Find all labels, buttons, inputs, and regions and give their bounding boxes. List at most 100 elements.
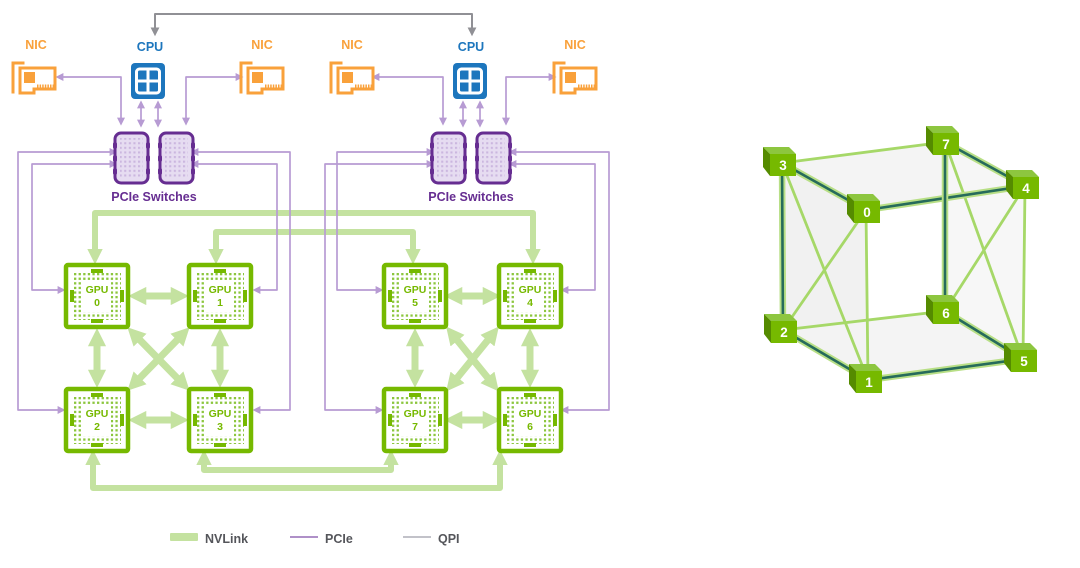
gpu-4: GPU 4: [499, 265, 561, 327]
pcie-line-switchB1-gpu5: [336, 148, 435, 294]
svg-text:1: 1: [865, 375, 873, 390]
gpu-chip-icon: [499, 389, 561, 451]
gpu-number: 2: [94, 421, 100, 433]
pcie-switches-label: PCIe Switches: [428, 190, 513, 204]
gpu-chip-icon: [189, 389, 251, 451]
gpu-2: GPU 2: [66, 389, 128, 451]
nic-1: NIC: [11, 38, 57, 95]
cube-edge-3-7: [780, 140, 947, 165]
gpu-number: 4: [527, 297, 533, 309]
legend-nvlink-label: NVLink: [205, 532, 248, 546]
gpu-label: GPU: [519, 284, 542, 296]
nvlink-gpu2-gpu6: [85, 449, 508, 491]
pcie-switch-icon: [156, 131, 197, 185]
nvlink-cube-diagram: 3 7 4 0 2 6 1 5: [763, 126, 1039, 393]
gpu-number: 6: [527, 421, 533, 433]
pcie-switch-icon: [111, 131, 152, 185]
nic-label: NIC: [341, 38, 363, 52]
nic-label: NIC: [25, 38, 47, 52]
cpu-label: CPU: [458, 40, 484, 54]
gpu-5: GPU 5: [384, 265, 446, 327]
cpu-label: CPU: [137, 40, 163, 54]
gpu-label: GPU: [86, 408, 109, 420]
cube-vertex-7: 7: [926, 126, 959, 155]
gpu-label: GPU: [519, 408, 542, 420]
pcie-switch-icon: [473, 131, 514, 185]
cube-edge-2-0: [781, 208, 868, 332]
pcie-line-switchA1-gpu2: [17, 148, 118, 414]
svg-text:3: 3: [779, 158, 787, 173]
nic-4: NIC: [552, 38, 598, 95]
nic-2: NIC: [239, 38, 285, 95]
cpu-icon: [129, 61, 167, 101]
gpu-chip-icon: [66, 265, 128, 327]
cpu-icon: [451, 61, 489, 101]
svg-text:0: 0: [863, 205, 871, 220]
pcie-line-switchA2-gpu3: [190, 148, 291, 414]
gpu-number: 7: [412, 421, 418, 433]
gpu-chip-icon: [384, 389, 446, 451]
nvlink-gpu3-gpu7: [196, 449, 399, 473]
gpu-chip-icon: [189, 265, 251, 327]
svg-text:6: 6: [942, 306, 950, 321]
gpu-0: GPU 0: [66, 265, 128, 327]
pcie-switches-b: PCIe Switches: [428, 131, 514, 204]
gpu-chip-icon: [499, 265, 561, 327]
gpu-label: GPU: [209, 408, 232, 420]
pcie-line-switchB2-gpu4: [508, 160, 596, 294]
cube-vertex-6: 6: [926, 295, 959, 324]
pcie-switches-label: PCIe Switches: [111, 190, 196, 204]
nvlink-intra-cluster-a: [87, 286, 230, 430]
cube-edge-0-1: [864, 208, 870, 382]
pcie-line-switchB1-gpu7: [324, 160, 435, 414]
nic-icon: [329, 61, 375, 95]
cube-vertex-1: 1: [849, 364, 882, 393]
nic-icon: [552, 61, 598, 95]
cube-vertex-2: 2: [764, 314, 797, 343]
gpu-3: GPU 3: [189, 389, 251, 451]
cpu-1: CPU: [129, 40, 167, 101]
cube-edge-4-5: [1021, 184, 1027, 361]
nvlink-intra-cluster-b: [405, 286, 540, 430]
gpu-label: GPU: [404, 284, 427, 296]
gpu-label: GPU: [86, 284, 109, 296]
svg-text:2: 2: [780, 325, 788, 340]
nvlink-gpu4-gpu7: [446, 326, 499, 392]
nvlink-gpu1-gpu5: [208, 229, 421, 265]
cube-edge-4-6: [943, 184, 1027, 313]
cube-vertex-5: 5: [1004, 343, 1037, 372]
qpi-link-cpu1-cpu2: [150, 13, 477, 37]
cpu-2: CPU: [451, 40, 489, 101]
gpu-number: 5: [412, 297, 418, 309]
gpu-label: GPU: [209, 284, 232, 296]
pcie-line-nic4-switchB2: [502, 73, 557, 126]
nic-label: NIC: [564, 38, 586, 52]
svg-text:4: 4: [1022, 181, 1030, 196]
legend: NVLink PCIe QPI: [170, 532, 460, 546]
pcie-line-nic1-switchA1: [55, 73, 125, 126]
cube-edge-2-6: [781, 309, 947, 332]
svg-text:5: 5: [1020, 354, 1028, 369]
pcie-line-nic3-switchB1: [371, 73, 447, 126]
nic-3: NIC: [329, 38, 375, 95]
gpu-label: GPU: [404, 408, 427, 420]
gpu-number: 0: [94, 297, 100, 309]
gpu-number: 1: [217, 297, 223, 309]
legend-nvlink-swatch: [170, 533, 198, 541]
nic-label: NIC: [251, 38, 273, 52]
cube-vertex-3: 3: [763, 147, 796, 176]
pcie-switch-icon: [428, 131, 469, 185]
cube-edge-5-1-dual: [866, 357, 1025, 382]
nic-icon: [11, 61, 57, 95]
gpu-number: 3: [217, 421, 223, 433]
nic-icon: [239, 61, 285, 95]
pcie-switches-a: PCIe Switches: [111, 131, 197, 204]
gpu-chip-icon: [384, 265, 446, 327]
legend-pcie-label: PCIe: [325, 532, 353, 546]
legend-qpi-label: QPI: [438, 532, 460, 546]
pcie-line-switchA1-gpu0: [31, 160, 118, 294]
svg-text:7: 7: [942, 137, 950, 152]
gpu-6: GPU 6: [499, 389, 561, 451]
